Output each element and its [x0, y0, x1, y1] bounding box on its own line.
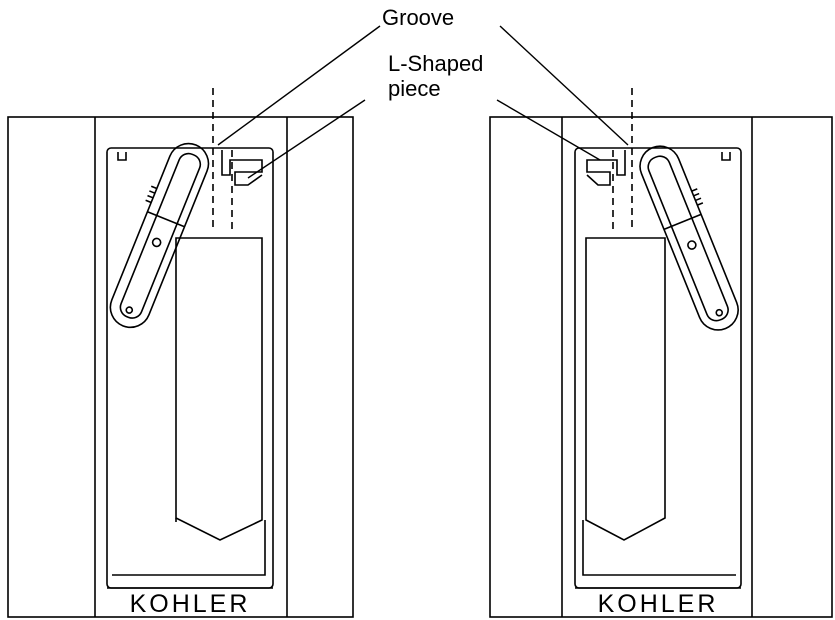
right-lower-notch — [582, 520, 736, 576]
groove-leader-right — [499, 25, 629, 146]
right-top-slot — [586, 150, 626, 186]
left-tool-grip — [145, 185, 158, 204]
right-tool-grip — [691, 188, 704, 206]
right-tool-body — [639, 145, 739, 331]
left-panel — [7, 88, 354, 618]
right-tool-screw-icon — [687, 240, 697, 250]
right-board-outline — [489, 116, 833, 618]
right-panel — [489, 88, 833, 618]
right-tool — [639, 145, 739, 331]
l-shaped-leader-left — [247, 99, 366, 179]
right-tool-ridge — [663, 213, 702, 231]
right-tool-inner — [647, 155, 729, 322]
left-small-slot — [117, 152, 127, 161]
left-top-slot — [221, 150, 263, 186]
left-board-outline — [7, 116, 354, 618]
left-tool-body — [109, 142, 210, 329]
right-center-cutout — [585, 237, 666, 541]
right-brand-text: KOHLER — [598, 590, 719, 618]
left-brand-text: KOHLER — [130, 590, 251, 618]
right-small-slot — [721, 152, 731, 161]
left-tool — [109, 142, 210, 329]
right-tool-hole-icon — [715, 308, 724, 317]
left-tool-hole-icon — [125, 306, 134, 314]
left-lower-notch — [112, 518, 266, 576]
groove-label: Groove — [382, 5, 455, 30]
groove-leader-left — [217, 25, 381, 146]
l-shaped-label-line1: L-Shaped — [388, 51, 484, 76]
leader-lines — [217, 25, 629, 179]
left-tool-inner — [119, 152, 202, 319]
l-shaped-label-line2: piece — [388, 76, 441, 101]
l-shaped-leader-right — [496, 99, 601, 161]
left-tool-ridge — [147, 210, 185, 228]
left-center-cutout — [175, 237, 263, 541]
left-tool-screw-icon — [151, 237, 162, 248]
